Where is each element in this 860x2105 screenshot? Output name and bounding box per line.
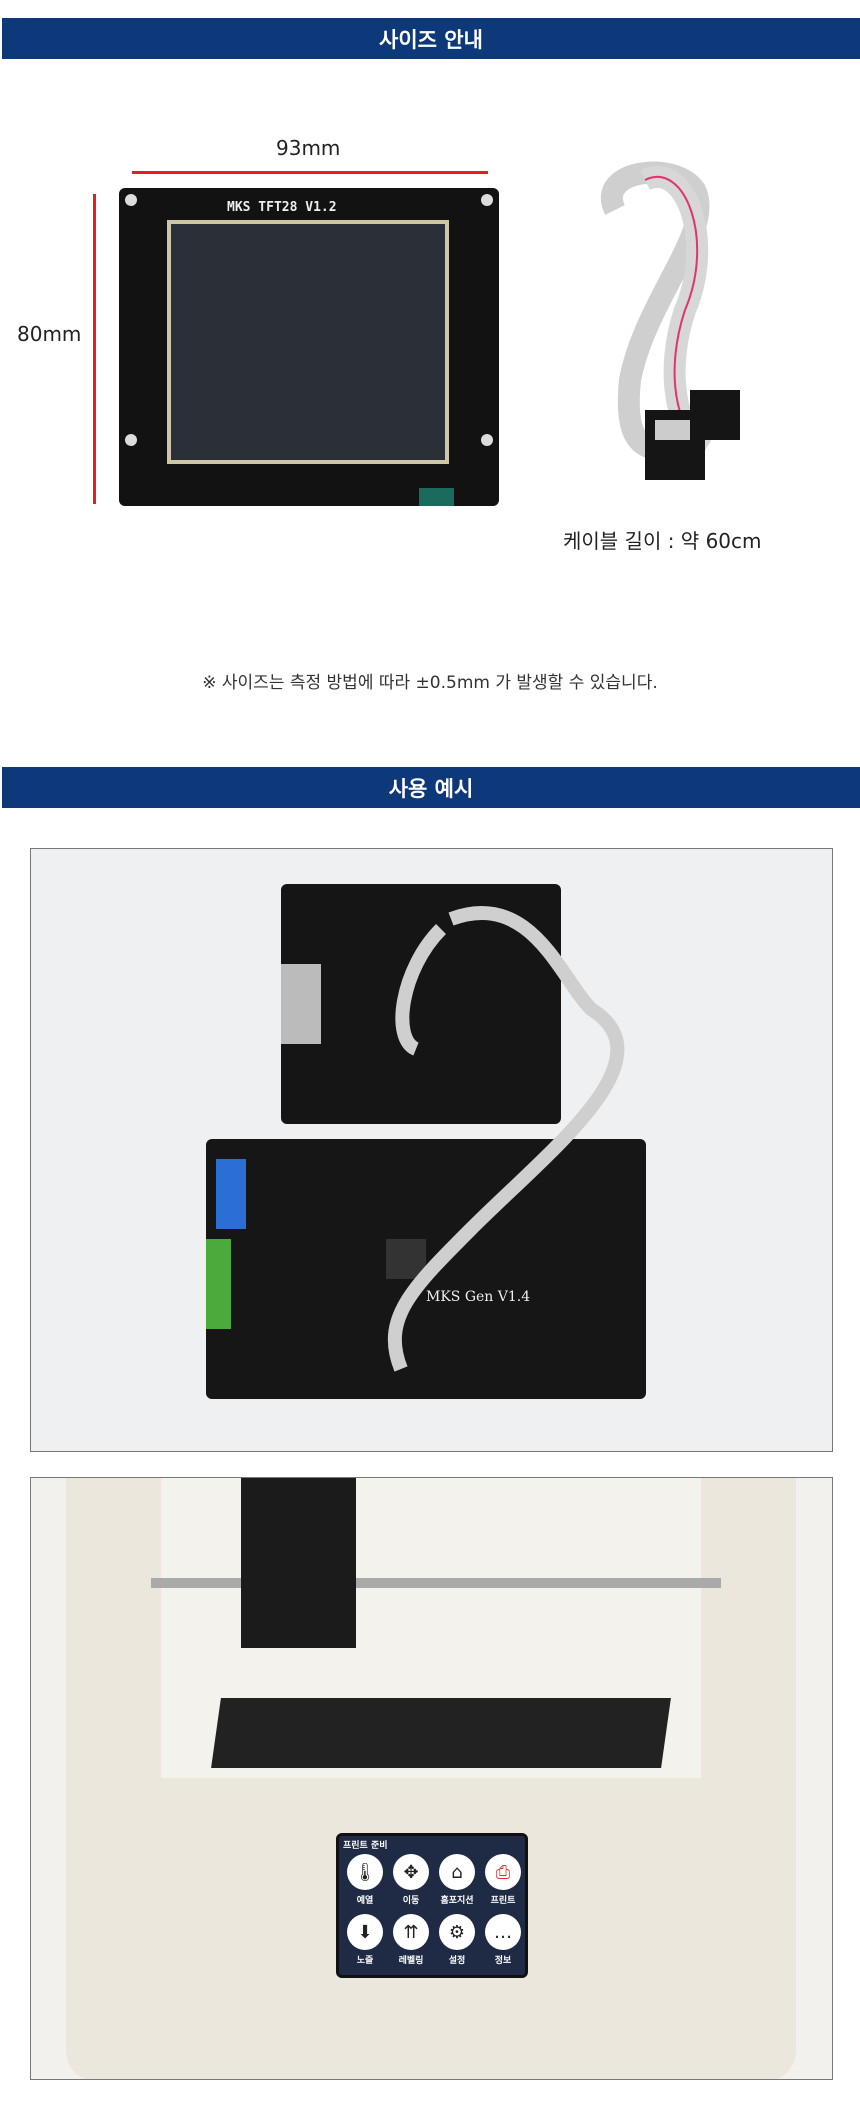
move-icon[interactable]: ✥ <box>393 1854 429 1890</box>
thermometer-icon[interactable]: 🌡 <box>347 1854 383 1890</box>
lcd-label: 이동 <box>402 1896 420 1906</box>
lcd-label: 홈포지션 <box>440 1896 474 1906</box>
section-title: 사이즈 안내 <box>379 27 483 52</box>
height-arrow <box>93 194 96 504</box>
touch-screen <box>167 220 449 464</box>
lcd-label: 설정 <box>448 1956 466 1966</box>
printer-icon[interactable]: ⎙ <box>485 1854 521 1890</box>
width-arrow <box>132 171 488 174</box>
board-label: MKS TFT28 V1.2 <box>227 200 337 215</box>
section-header-usage: 사용 예시 <box>2 767 860 808</box>
tft-board-image: MKS TFT28 V1.2 <box>119 188 499 506</box>
section-title: 사용 예시 <box>388 776 474 801</box>
chat-icon[interactable]: … <box>485 1914 521 1950</box>
usage-photo-printer: 프린트 준비 🌡 ✥ ⌂ ⎙ 예열 이동 홈포지션 프린트 ⬇ ⇈ ⚙ … 노즐… <box>30 1477 833 2080</box>
lcd-label: 정보 <box>494 1956 512 1966</box>
usage-photo-boards: MKS Gen V1.4 <box>30 848 833 1452</box>
mainboard-label: MKS Gen V1.4 <box>426 1289 531 1305</box>
lcd-label: 예열 <box>356 1896 374 1906</box>
printer-lcd: 프린트 준비 🌡 ✥ ⌂ ⎙ 예열 이동 홈포지션 프린트 ⬇ ⇈ ⚙ … 노즐… <box>336 1833 528 1978</box>
lcd-label: 레벨링 <box>398 1956 424 1966</box>
leveling-icon[interactable]: ⇈ <box>393 1914 429 1950</box>
cable-length-label: 케이블 길이 : 약 60cm <box>563 529 762 553</box>
nozzle-icon[interactable]: ⬇ <box>347 1914 383 1950</box>
gear-icon[interactable]: ⚙ <box>439 1914 475 1950</box>
section-header-size: 사이즈 안내 <box>2 18 860 59</box>
width-label: 93mm <box>276 136 341 160</box>
home-icon[interactable]: ⌂ <box>439 1854 475 1890</box>
height-label: 80mm <box>17 322 82 346</box>
lcd-label: 노즐 <box>356 1956 374 1966</box>
lcd-title: 프린트 준비 <box>343 1841 388 1851</box>
ribbon-cable-image <box>601 161 740 480</box>
size-note: ※ 사이즈는 측정 방법에 따라 ±0.5mm 가 발생할 수 있습니다. <box>202 673 658 693</box>
lcd-label: 프린트 <box>490 1896 516 1906</box>
